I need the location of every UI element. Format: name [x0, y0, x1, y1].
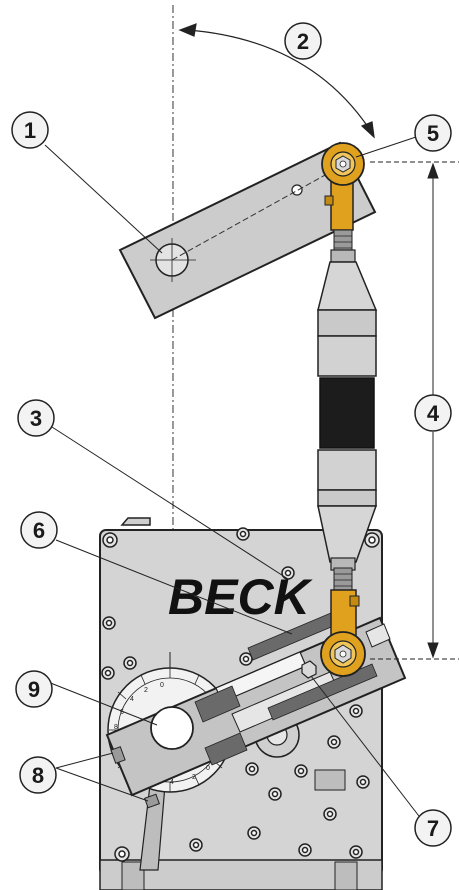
upper-rod-end — [321, 142, 365, 231]
dial-label-10: 0 — [206, 765, 210, 772]
dial-label-0: 0 — [160, 682, 164, 689]
turnbuckle — [317, 261, 378, 563]
rotation-arrow — [178, 23, 375, 139]
length-dimension — [370, 161, 459, 660]
driven-lever — [118, 141, 377, 320]
callout-1: 1 — [11, 111, 49, 149]
svg-text:9: 9 — [28, 677, 40, 702]
svg-text:1: 1 — [24, 118, 36, 143]
svg-text:5: 5 — [427, 121, 439, 146]
callout-6: 6 — [20, 511, 58, 549]
beck-logo: BECK — [168, 569, 314, 625]
svg-text:8: 8 — [32, 763, 44, 788]
svg-text:2: 2 — [297, 29, 309, 54]
callout-2: 2 — [284, 22, 322, 60]
svg-text:4: 4 — [427, 401, 440, 426]
dial-label-1: 2 — [144, 687, 148, 694]
callout-4: 4 — [414, 394, 452, 432]
lower-threaded-stud — [330, 557, 356, 591]
callout-7: 7 — [414, 809, 452, 847]
output-shaft — [150, 706, 194, 750]
dial-label-8: 4 — [170, 779, 174, 786]
callout-8: 8 — [19, 756, 57, 794]
dial-label-9: 2 — [192, 774, 196, 781]
callout-3: 3 — [17, 399, 55, 437]
upper-threaded-stud — [330, 229, 356, 263]
dial-label-4: 8 — [114, 724, 118, 731]
callout-9: 9 — [15, 670, 53, 708]
svg-text:3: 3 — [30, 406, 42, 431]
limit-stops — [110, 746, 160, 809]
callout-5: 5 — [414, 114, 452, 152]
housing-bolts — [101, 527, 380, 862]
svg-text:6: 6 — [33, 518, 45, 543]
dial-label-2: 4 — [130, 696, 134, 703]
dial-label-3: 6 — [120, 709, 124, 716]
leader-lines — [44, 134, 423, 821]
svg-text:7: 7 — [427, 816, 439, 841]
lower-rod-end — [320, 589, 366, 677]
